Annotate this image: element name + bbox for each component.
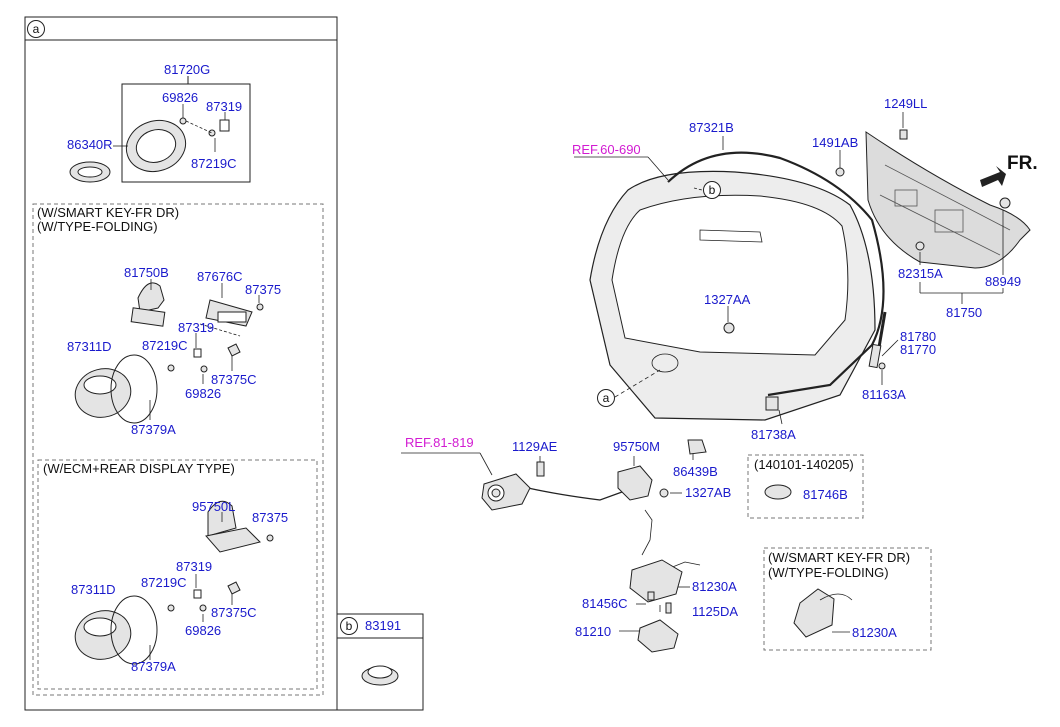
- label-1327AA: 1327AA: [704, 292, 751, 307]
- ecm-dashed-box: [37, 459, 318, 690]
- label-87219C-sk: 87219C: [142, 338, 188, 353]
- latch-81230A-smart: [793, 588, 835, 638]
- condition-ecm: (W/ECM+REAR DISPLAY TYPE): [43, 461, 235, 476]
- bolt-1129AE: [536, 461, 545, 477]
- label-81210: 81210: [575, 624, 612, 639]
- label-95750M: 95750M: [613, 439, 660, 454]
- label-87319: 87319: [206, 99, 243, 114]
- label-81720G: 81720G: [164, 62, 211, 77]
- label-81750: 81750: [946, 305, 983, 320]
- strut-81780: [868, 343, 882, 369]
- label-86439B: 86439B: [673, 464, 718, 479]
- condition-smart-key-right: (W/SMART KEY-FR DR): [768, 550, 911, 565]
- condition-type-folding: (W/TYPE-FOLDING): [37, 219, 158, 234]
- handle-81750B: [137, 282, 165, 313]
- smart-key-box-right: [763, 547, 932, 651]
- ref-60-690: REF.60-690: [572, 142, 641, 157]
- label-1327AB: 1327AB: [685, 485, 732, 500]
- bolt-81163A: [878, 362, 886, 370]
- bumper-86439B: [687, 439, 707, 455]
- label-1491AB: 1491AB: [812, 135, 859, 150]
- label-87379A-ecm: 87379A: [131, 659, 176, 674]
- screw-1249LL: [899, 129, 908, 140]
- label-83191: 83191: [365, 618, 402, 633]
- condition-smart-key: (W/SMART KEY-FR DR): [37, 205, 180, 220]
- label-1129AE: 1129AE: [512, 439, 558, 454]
- nut-1327AA: [723, 322, 735, 334]
- label-87319-sk: 87319: [178, 320, 215, 335]
- label-1125DA: 1125DA: [692, 604, 739, 619]
- label-87676C: 87676C: [197, 269, 243, 284]
- label-87375C: 87375C: [211, 372, 257, 387]
- label-87375: 87375: [245, 282, 282, 297]
- marker-a-main: a: [597, 389, 615, 407]
- stop-lamp: [699, 229, 763, 243]
- clip-1491AB: [835, 167, 845, 177]
- label-69826-sk: 69826: [185, 386, 222, 401]
- nut-1327AB: [659, 488, 669, 498]
- condition-type-folding-right: (W/TYPE-FOLDING): [768, 565, 889, 580]
- label-82315A: 82315A: [898, 266, 943, 281]
- striker-81210: [637, 619, 679, 653]
- label-87379A: 87379A: [131, 422, 176, 437]
- ref-81-819: REF.81-819: [405, 435, 474, 450]
- label-69826: 69826: [162, 90, 199, 105]
- label-81750B: 81750B: [124, 265, 169, 280]
- clip-82315A: [915, 241, 925, 251]
- label-87321B: 87321B: [689, 120, 734, 135]
- label-87311D: 87311D: [67, 339, 112, 354]
- label-81738A: 81738A: [751, 427, 796, 442]
- clip-88949: [999, 197, 1011, 209]
- latch-81230A: [629, 559, 683, 603]
- date-range-dashed-box: [747, 454, 864, 519]
- seal-87379A-2: [110, 595, 158, 665]
- fr-arrow: [980, 166, 1006, 187]
- weatherstrip-87321B: [667, 151, 885, 397]
- label-86340R: 86340R: [67, 137, 113, 152]
- label-87319-ecm: 87319: [176, 559, 213, 574]
- label-81230A: 81230A: [692, 579, 737, 594]
- pad-87319: [219, 119, 230, 132]
- bolt-1125DA: [665, 602, 672, 614]
- trim-81750: [865, 131, 1031, 269]
- label-1249LL: 1249LL: [884, 96, 928, 111]
- label-81230A-smart: 81230A: [852, 625, 897, 640]
- marker-b-panel: b: [340, 617, 358, 635]
- actuator-95750M: [617, 465, 653, 501]
- label-81163A: 81163A: [862, 387, 906, 402]
- marker-b-main: b: [703, 181, 721, 199]
- label-81780: 81780: [900, 329, 937, 344]
- label-87311D-ecm: 87311D: [71, 582, 116, 597]
- panel-a-frame: [24, 16, 338, 711]
- label-87375-ecm: 87375: [252, 510, 289, 525]
- cap-81746B: [764, 484, 792, 500]
- label-87219C: 87219C: [191, 156, 237, 171]
- label-95750L: 95750L: [192, 499, 236, 514]
- label-87219C-ecm: 87219C: [141, 575, 187, 590]
- screw-81456C: [647, 591, 655, 601]
- label-87375C-ecm: 87375C: [211, 605, 257, 620]
- label-81746B: 81746B: [803, 487, 848, 502]
- direction-fr: FR.: [1007, 153, 1038, 174]
- smart-key-dashed-box: [32, 203, 324, 696]
- bumper-81738A: [765, 396, 779, 411]
- date-range: (140101-140205): [754, 457, 854, 472]
- marker-a-panel: a: [27, 20, 45, 38]
- label-81770: 81770: [900, 342, 937, 357]
- panel-b-frame: [336, 613, 424, 711]
- label-69826-ecm: 69826: [185, 623, 222, 638]
- label-81456C: 81456C: [582, 596, 628, 611]
- label-88949: 88949: [985, 274, 1022, 289]
- seal-87379A: [110, 354, 158, 424]
- emblem-recess: [651, 353, 679, 373]
- group-81720G-box: [121, 83, 251, 183]
